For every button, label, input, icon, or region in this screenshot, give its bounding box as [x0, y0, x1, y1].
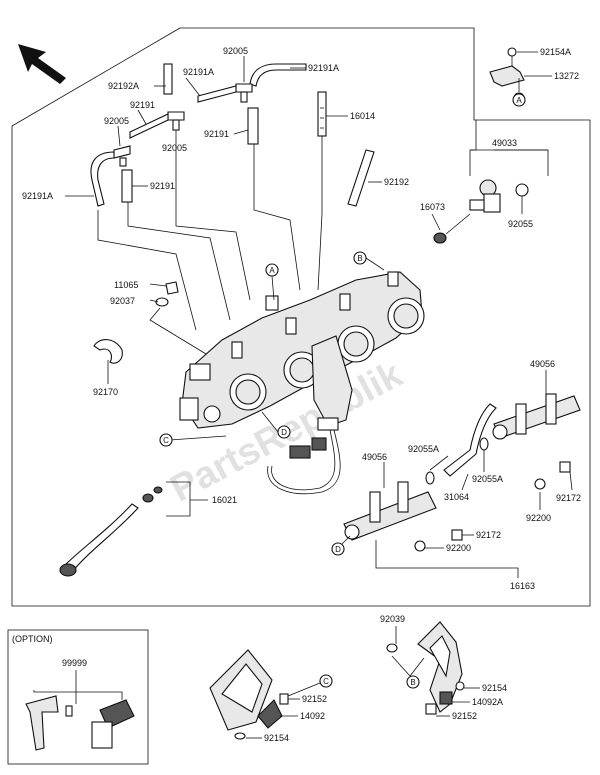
cover-14092	[209, 649, 289, 740]
part-92152-b: 92152	[452, 711, 477, 721]
part-92055A-a: 92055A	[408, 444, 439, 454]
part-92154-a: 92154	[482, 683, 507, 693]
svg-text:C: C	[323, 677, 329, 686]
part-92154-b: 92154	[264, 733, 289, 743]
callout-D-body: D	[277, 425, 291, 439]
option-label: (OPTION)	[12, 634, 53, 644]
part-92154A: 92154A	[540, 47, 571, 57]
callout-D-rail: D	[331, 542, 345, 556]
part-16021: 16021	[212, 495, 237, 505]
part-99999: 99999	[62, 658, 87, 668]
part-92055: 92055	[508, 219, 533, 229]
part-92192: 92192	[384, 177, 409, 187]
part-92191A-left: 92191A	[22, 191, 53, 201]
callout-A-bracket: A	[512, 93, 526, 107]
main-group-outline	[11, 27, 591, 607]
fuel-pipe-31064	[425, 403, 497, 485]
part-13272: 13272	[554, 71, 579, 81]
part-11065: 11065	[114, 280, 138, 290]
part-92191-b: 92191	[204, 129, 229, 139]
part-31064: 31064	[444, 492, 469, 502]
fuel-rail-right	[492, 393, 581, 490]
svg-text:A: A	[269, 266, 275, 275]
option-group: (OPTION)	[7, 629, 149, 765]
fuel-rail-left	[343, 481, 463, 552]
part-92039: 92039	[380, 614, 405, 624]
small-parts-left	[93, 281, 179, 364]
svg-text:B: B	[357, 254, 362, 263]
svg-text:B: B	[410, 678, 415, 687]
sensor-49033	[433, 179, 529, 244]
part-14092A: 14092A	[472, 697, 503, 707]
callout-C-bracket: C	[319, 674, 333, 688]
svg-text:D: D	[335, 545, 341, 554]
fuel-hose-16021	[59, 486, 163, 577]
part-92200-b: 92200	[446, 543, 471, 553]
part-92191A-right: 92191A	[308, 63, 339, 73]
part-92152-a: 92152	[302, 694, 327, 704]
part-92005-mid: 92005	[162, 143, 187, 153]
front-direction-arrow-icon	[18, 44, 66, 84]
part-92005-top: 92005	[223, 46, 248, 56]
part-49056-right: 49056	[530, 359, 555, 369]
part-92005-left: 92005	[104, 116, 129, 126]
part-16073: 16073	[420, 202, 445, 212]
part-92200-a: 92200	[526, 513, 551, 523]
callout-B-body: B	[353, 251, 367, 265]
part-14092: 14092	[300, 711, 325, 721]
bracket-14092A	[386, 621, 465, 715]
part-92055A-b: 92055A	[472, 474, 503, 484]
part-92172-b: 92172	[476, 530, 501, 540]
part-49033: 49033	[492, 138, 517, 148]
svg-text:C: C	[163, 436, 169, 445]
part-92191-a: 92191	[130, 100, 155, 110]
throttle-body-assembly	[179, 271, 425, 495]
part-92191-c: 92191	[150, 181, 175, 191]
vacuum-hoses	[90, 63, 375, 207]
part-49056-left: 49056	[362, 452, 387, 462]
part-92192A: 92192A	[108, 81, 139, 91]
svg-text:A: A	[516, 96, 522, 105]
callout-B-bracket: B	[406, 675, 420, 689]
part-92037: 92037	[110, 296, 135, 306]
part-92172-a: 92172	[556, 493, 581, 503]
svg-text:D: D	[281, 428, 287, 437]
part-16014: 16014	[350, 111, 375, 121]
part-92170: 92170	[93, 387, 118, 397]
callout-A-body: A	[265, 263, 279, 277]
callout-C-body: C	[159, 433, 173, 447]
part-92191A-top: 92191A	[183, 67, 214, 77]
part-16163: 16163	[510, 581, 535, 591]
